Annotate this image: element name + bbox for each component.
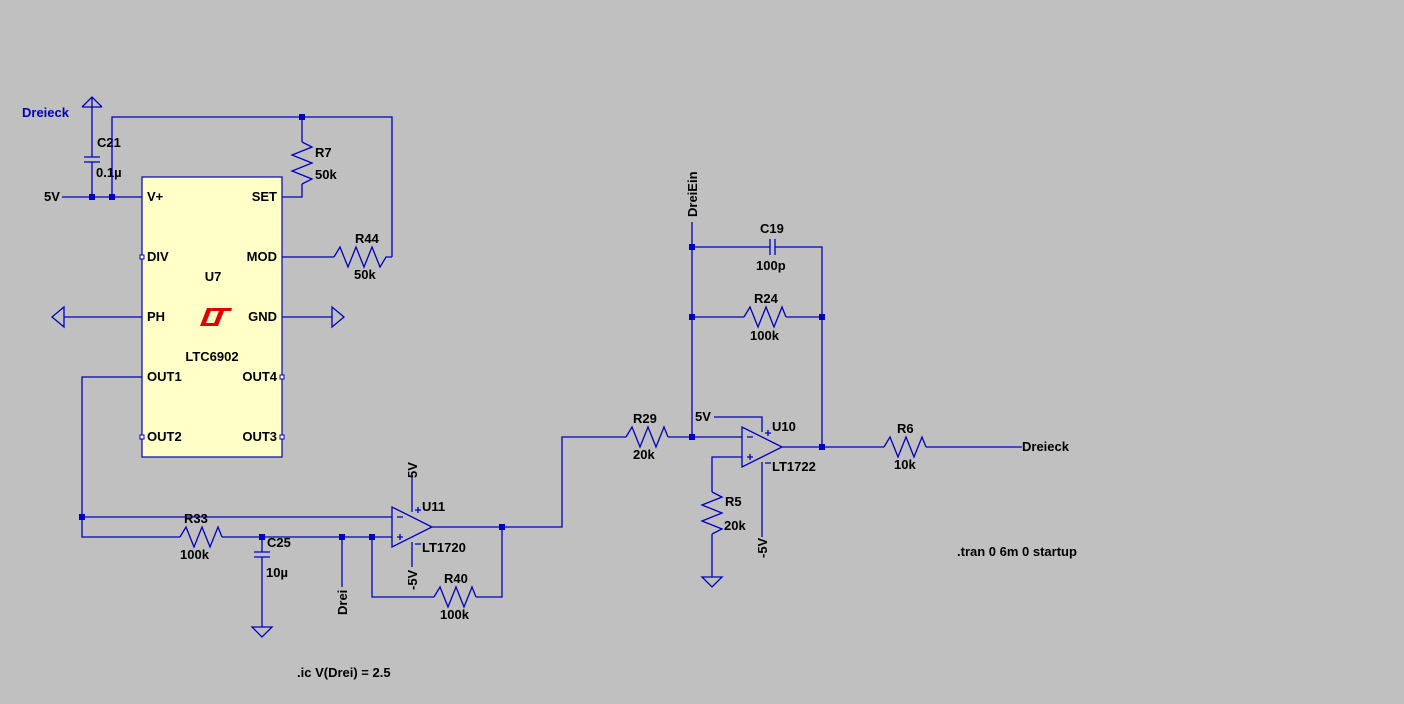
opamp-u10[interactable] — [741, 425, 784, 469]
ic-u7-body[interactable] — [141, 176, 283, 458]
wire-u11-out — [432, 436, 626, 528]
capacitor-c19[interactable] — [769, 239, 776, 255]
r24-ref: R24 — [754, 291, 779, 306]
pin-div-label: DIV — [147, 249, 169, 264]
junction-r24-right — [819, 314, 825, 320]
wire-r40-right — [476, 527, 503, 598]
directive-ic[interactable]: .ic V(Drei) = 2.5 — [297, 665, 391, 680]
resistor-r33[interactable] — [179, 525, 223, 549]
r24-value: 100k — [750, 328, 780, 343]
net-label-dreieck-out: Dreieck — [1022, 439, 1070, 454]
net-label-drei: Drei — [335, 590, 350, 615]
lt-logo-icon — [200, 308, 232, 326]
r40-ref: R40 — [444, 571, 468, 586]
resistor-r24[interactable] — [743, 305, 787, 329]
c21-value: 0.1µ — [96, 165, 122, 180]
wire-c19-right — [775, 246, 823, 447]
pin-out3-open — [279, 434, 285, 440]
resistor-r7[interactable] — [290, 141, 314, 185]
c19-ref: C19 — [760, 221, 784, 236]
u10-vpos-label: 5V — [695, 409, 711, 424]
pin-vplus-label: V+ — [147, 189, 164, 204]
r5-ref: R5 — [725, 494, 742, 509]
junction-5v-a — [89, 194, 95, 200]
r29-ref: R29 — [633, 411, 657, 426]
opamp-u11[interactable] — [391, 505, 434, 549]
wire-out1 — [81, 376, 180, 538]
r6-value: 10k — [894, 457, 916, 472]
c21-ref: C21 — [97, 135, 121, 150]
net-label-5v: 5V — [44, 189, 60, 204]
resistor-r40[interactable] — [433, 585, 477, 609]
pin-out4-open — [279, 374, 285, 380]
resistor-r6[interactable] — [883, 435, 927, 459]
port-arrow-right-icon — [331, 305, 346, 329]
pin-div-open — [139, 254, 145, 260]
wire-u10-vpos — [714, 416, 763, 432]
u10-model: LT1722 — [772, 459, 816, 474]
resistor-r5[interactable] — [700, 491, 724, 535]
wire-u10-plus — [711, 456, 742, 492]
r6-ref: R6 — [897, 421, 914, 436]
r40-value: 100k — [440, 607, 470, 622]
u11-model: LT1720 — [422, 540, 466, 555]
ground-icon — [700, 576, 724, 588]
capacitor-c25[interactable] — [254, 551, 270, 558]
pin-out2-label: OUT2 — [147, 429, 182, 444]
pin-gnd-label: GND — [248, 309, 277, 324]
c19-value: 100p — [756, 258, 786, 273]
u10-ref: U10 — [772, 419, 796, 434]
pin-out3-label: OUT3 — [242, 429, 277, 444]
ic-u7-model: LTC6902 — [185, 349, 238, 364]
capacitor-c21[interactable] — [84, 156, 100, 163]
r33-ref: R33 — [184, 511, 208, 526]
u11-ref: U11 — [422, 499, 445, 514]
wire-r7-set — [282, 184, 303, 198]
c25-value: 10µ — [266, 565, 288, 580]
net-label-dreieck-top: Dreieck — [22, 105, 70, 120]
r7-value: 50k — [315, 167, 337, 182]
pin-out2-open — [139, 434, 145, 440]
u11-vpos-label: 5V — [405, 462, 420, 478]
port-arrow-up-icon — [81, 96, 103, 108]
wire-5v-top-loop — [111, 116, 393, 257]
resistor-r44[interactable] — [333, 245, 392, 269]
r44-value: 50k — [354, 267, 376, 282]
ground-icon — [250, 626, 274, 638]
r33-value: 100k — [180, 547, 210, 562]
junction-u10-out — [819, 444, 825, 450]
r29-value: 20k — [633, 447, 655, 462]
pin-out4-label: OUT4 — [242, 369, 277, 384]
u10-vneg-label: -5V — [755, 537, 770, 558]
u11-vneg-label: -5V — [405, 569, 420, 590]
wire-r40-left — [371, 537, 434, 598]
c25-ref: C25 — [267, 535, 291, 550]
pin-set-label: SET — [252, 189, 277, 204]
r44-ref: R44 — [355, 231, 380, 246]
r7-ref: R7 — [315, 145, 332, 160]
net-label-dreiein: DreiEin — [685, 171, 700, 217]
resistor-r29[interactable] — [625, 425, 669, 449]
pin-mod-label: MOD — [247, 249, 277, 264]
pin-out1-label: OUT1 — [147, 369, 182, 384]
ic-u7-ref: U7 — [205, 269, 222, 284]
r5-value: 20k — [724, 518, 746, 533]
pin-ph-label: PH — [147, 309, 165, 324]
port-arrow-left-icon — [50, 305, 65, 329]
directive-tran[interactable]: .tran 0 6m 0 startup — [957, 544, 1077, 559]
